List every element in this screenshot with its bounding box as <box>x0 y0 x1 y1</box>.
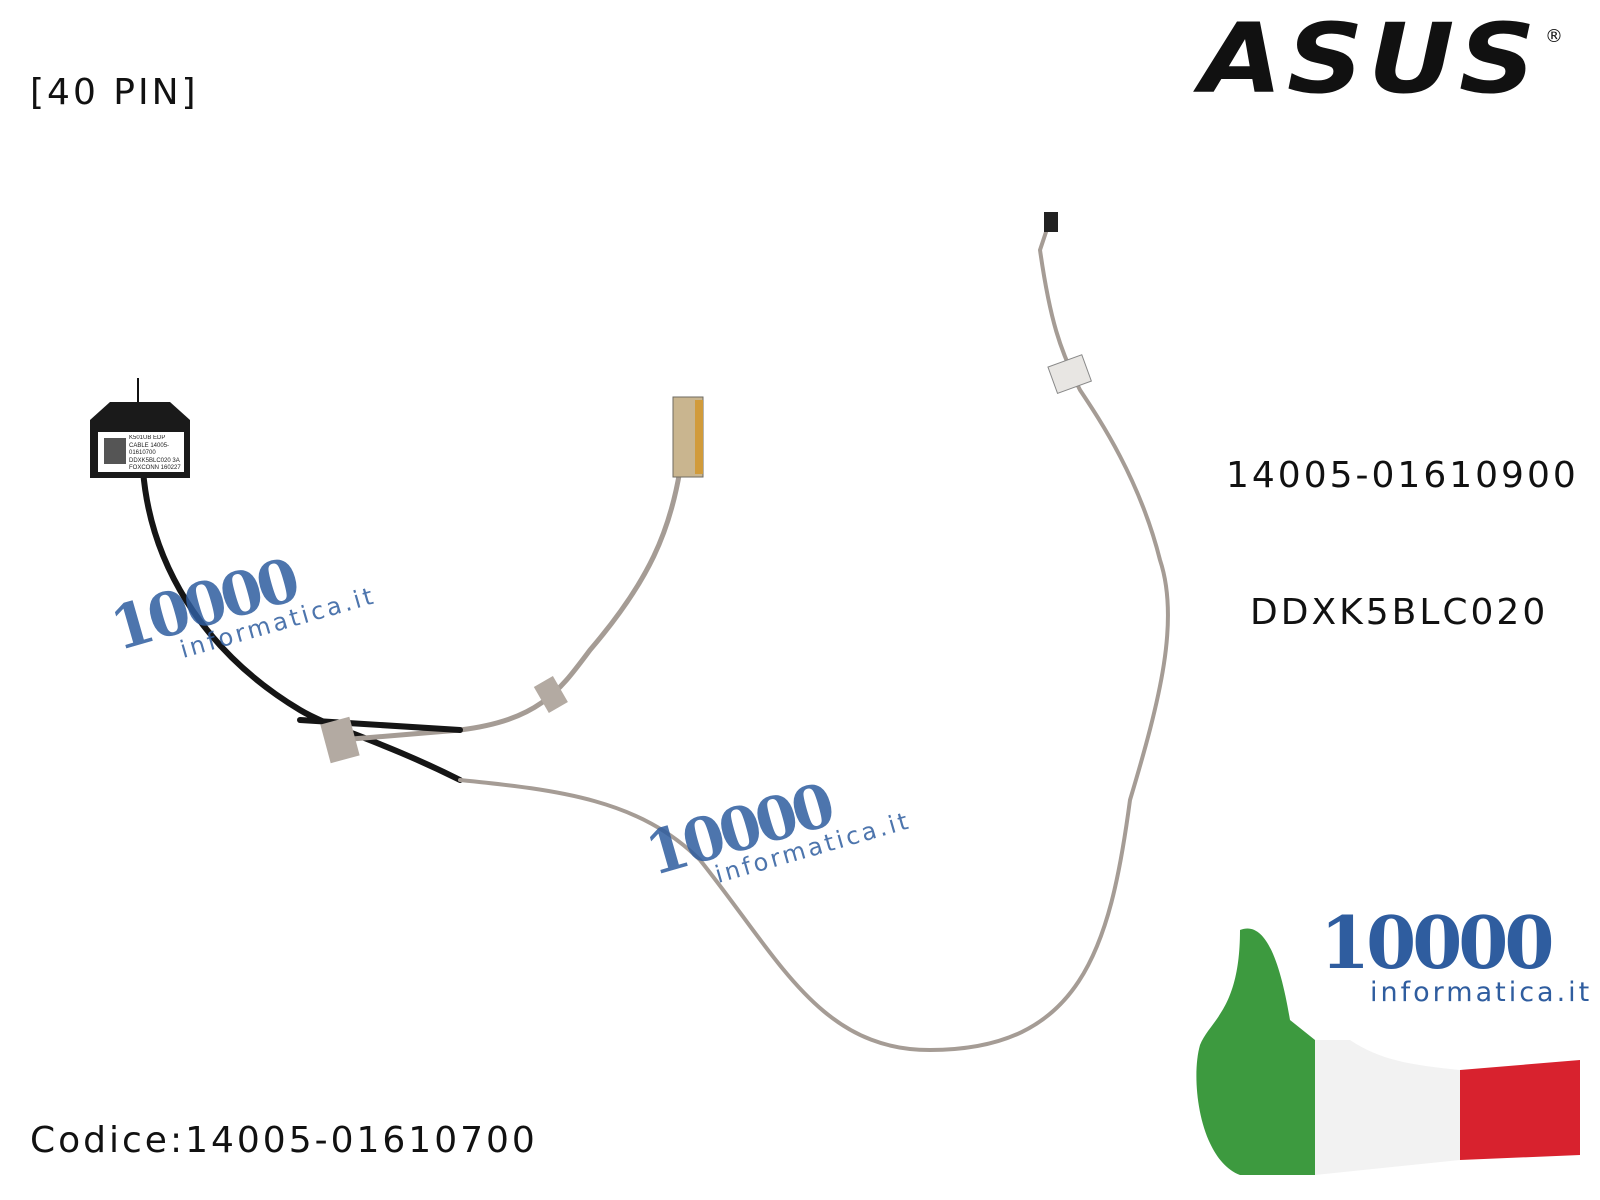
italian-thumbs-up-image <box>1196 928 1580 1175</box>
part-number: 14005-01610900 <box>1226 455 1579 496</box>
svg-text:ASUS: ASUS <box>1192 3 1540 115</box>
brand-logo: 10000 informatica.it <box>1320 900 1592 1008</box>
alt-code: DDXK5BLC020 <box>1250 592 1549 633</box>
cable-clip <box>533 676 568 713</box>
cable-clip <box>1047 354 1093 395</box>
pin-count-label: [40 PIN] <box>30 72 199 113</box>
brand-number: 10000 <box>1320 900 1555 985</box>
svg-text:®: ® <box>1545 26 1563 47</box>
small-connector <box>1044 212 1058 232</box>
connector-label: K501UB EDP CABLE 14005-01610700 DDXK5BLC… <box>129 435 181 471</box>
asus-logo: ASUS ® <box>1192 3 1563 115</box>
cables <box>140 218 1170 1053</box>
cable-clip <box>320 716 360 764</box>
codice-label: Codice:14005-01610700 <box>30 1120 538 1161</box>
connector-pins <box>695 400 703 474</box>
board-connector <box>90 378 190 478</box>
qr-code-icon <box>104 438 126 464</box>
brand-domain: informatica.it <box>1370 977 1593 1008</box>
